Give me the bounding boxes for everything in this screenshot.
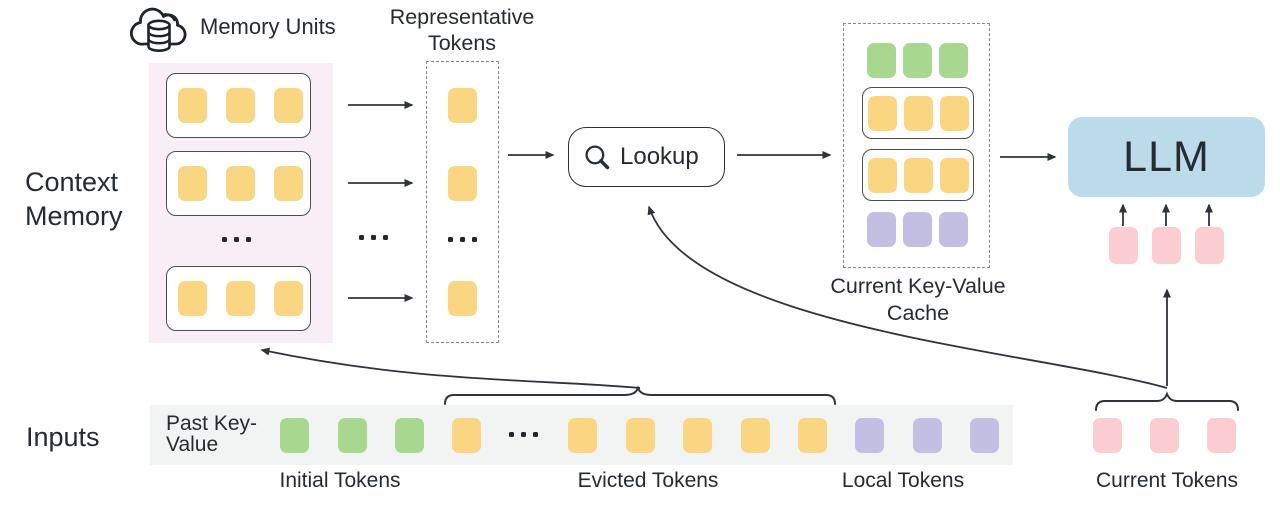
- arrow-evicted-to-memory: [260, 347, 641, 389]
- lookup-node: Lookup: [568, 127, 725, 187]
- purple-token: [912, 418, 942, 453]
- inputs-label: Inputs: [26, 422, 100, 452]
- representative-token: [448, 88, 477, 123]
- search-icon: [585, 144, 610, 169]
- pink-token: [1093, 418, 1122, 453]
- representative-tokens-box: [426, 61, 499, 343]
- yellow-token: [904, 95, 933, 131]
- pink-token: [1150, 418, 1179, 453]
- yellow-token: [226, 88, 255, 123]
- yellow-token: [868, 95, 897, 131]
- representative-token: [448, 166, 477, 201]
- cache-initial-row: [867, 43, 968, 78]
- green-token: [939, 43, 968, 78]
- yellow-token: [568, 418, 597, 453]
- ellipsis: [359, 235, 388, 240]
- purple-token: [939, 212, 968, 247]
- current-kv-cache-label: Current Key-Value Cache: [830, 274, 1006, 325]
- yellow-token: [178, 281, 207, 316]
- yellow-token: [226, 281, 255, 316]
- purple-token: [903, 212, 932, 247]
- yellow-token: [940, 157, 969, 193]
- past-key-value-label: Past Key-Value: [166, 412, 258, 456]
- llm-node: LLM: [1068, 117, 1265, 197]
- purple-token: [970, 418, 999, 453]
- green-token: [903, 43, 932, 78]
- current-tokens-brace: [1095, 391, 1239, 411]
- yellow-token: [940, 95, 969, 131]
- yellow-token: [868, 157, 897, 193]
- cache-memory-unit: [862, 87, 974, 139]
- purple-token: [855, 418, 884, 453]
- context-memory-label: Context Memory: [25, 167, 123, 231]
- evicted-tokens-group: [452, 418, 481, 453]
- yellow-token: [740, 418, 770, 453]
- evicted-tokens-brace: [444, 385, 836, 405]
- yellow-token: [625, 418, 655, 453]
- pink-token: [1109, 227, 1138, 264]
- llm-label: LLM: [1123, 132, 1210, 181]
- evicted-tokens-group: [568, 418, 827, 453]
- yellow-token: [448, 166, 477, 201]
- memory-units-label: Memory Units: [200, 14, 336, 39]
- current-tokens-group: [1093, 418, 1236, 453]
- pink-token: [1207, 418, 1236, 453]
- yellow-token: [448, 88, 477, 123]
- yellow-token: [452, 418, 481, 453]
- ellipsis: [509, 432, 538, 437]
- pink-token: [1152, 227, 1181, 264]
- ellipsis: [222, 237, 251, 242]
- pink-token: [1195, 227, 1224, 264]
- yellow-token: [904, 157, 933, 193]
- yellow-token: [683, 418, 712, 453]
- yellow-token: [178, 166, 207, 201]
- yellow-token: [798, 418, 827, 453]
- llm-input-tokens: [1109, 227, 1224, 264]
- evicted-tokens-label: Evicted Tokens: [577, 469, 719, 492]
- current-tokens-label: Current Tokens: [1095, 469, 1239, 492]
- memory-unit-row: [166, 151, 311, 216]
- green-token: [395, 418, 424, 453]
- memory-unit-row: [166, 266, 311, 331]
- cache-memory-unit: [862, 149, 974, 201]
- initial-tokens-label: Initial Tokens: [279, 469, 401, 492]
- yellow-token: [226, 166, 255, 201]
- cache-local-row: [867, 212, 968, 247]
- yellow-token: [448, 281, 477, 316]
- representative-token: [448, 281, 477, 316]
- green-token: [280, 418, 309, 453]
- green-token: [337, 418, 367, 453]
- lookup-label: Lookup: [620, 143, 699, 170]
- ellipsis: [448, 237, 477, 242]
- initial-tokens-group: [280, 418, 424, 453]
- yellow-token: [178, 88, 207, 123]
- cloud-database-icon: [129, 7, 187, 52]
- local-tokens-label: Local Tokens: [841, 469, 965, 492]
- purple-token: [867, 212, 896, 247]
- yellow-token: [274, 166, 303, 201]
- yellow-token: [274, 88, 303, 123]
- representative-tokens-label: Representative Tokens: [389, 5, 535, 55]
- memory-unit-row: [166, 73, 311, 138]
- local-tokens-group: [855, 418, 999, 453]
- yellow-token: [274, 281, 303, 316]
- green-token: [867, 43, 896, 78]
